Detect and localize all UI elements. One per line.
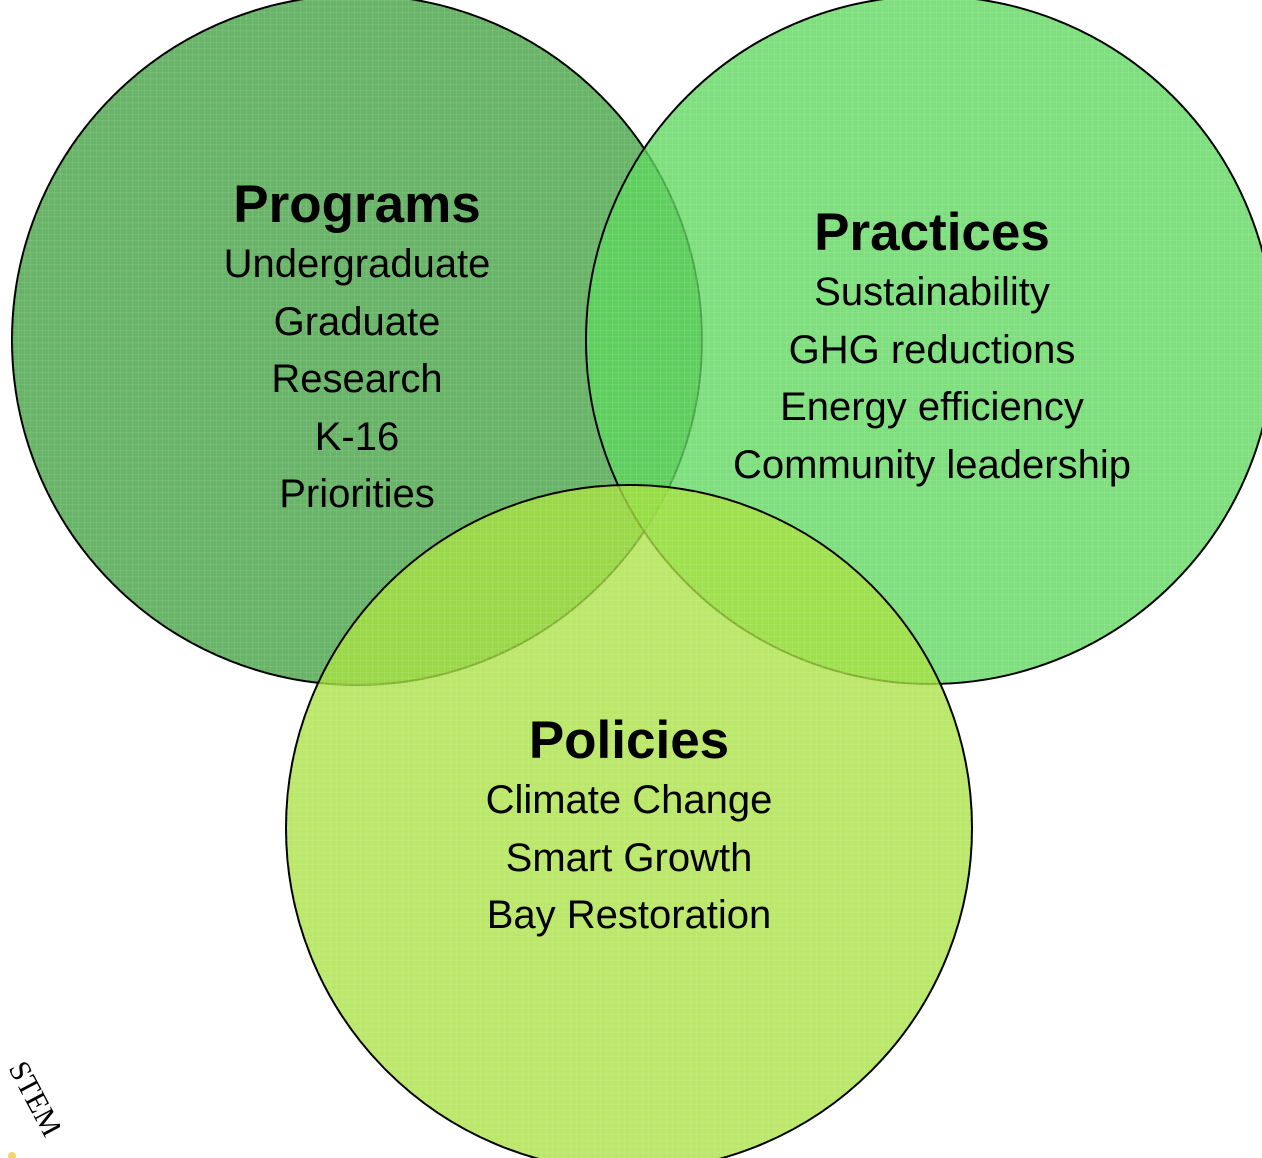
logo-dot <box>8 1152 16 1158</box>
policies-title: Policies <box>528 711 730 770</box>
system-logo-fragment: STEM <box>2 1056 60 1158</box>
practices-item: GHG reductions <box>788 327 1076 372</box>
programs-label: Programs Undergraduate Graduate Research… <box>157 174 557 524</box>
circle-policies <box>285 484 973 1158</box>
practices-item: Community leadership <box>733 442 1131 487</box>
programs-title: Programs <box>233 175 481 234</box>
logo-text: STEM <box>2 1056 60 1142</box>
policies-item: Climate Change <box>485 778 773 822</box>
practices-title: Practices <box>814 203 1050 262</box>
programs-item: Graduate <box>273 299 441 344</box>
programs-item: Priorities <box>279 472 435 516</box>
policies-item: Bay Restoration <box>486 893 772 937</box>
programs-item: K-16 <box>314 414 400 459</box>
policies-item: Smart Growth <box>505 835 753 880</box>
programs-item: Research <box>271 357 443 401</box>
practices-item: Energy efficiency <box>780 385 1084 429</box>
practices-item: Sustainability <box>814 270 1050 314</box>
practices-label: Practices Sustainability GHG reductions … <box>682 202 1182 494</box>
policies-label: Policies Climate Change Smart Growth Bay… <box>429 710 829 945</box>
programs-item: Undergraduate <box>223 242 491 286</box>
